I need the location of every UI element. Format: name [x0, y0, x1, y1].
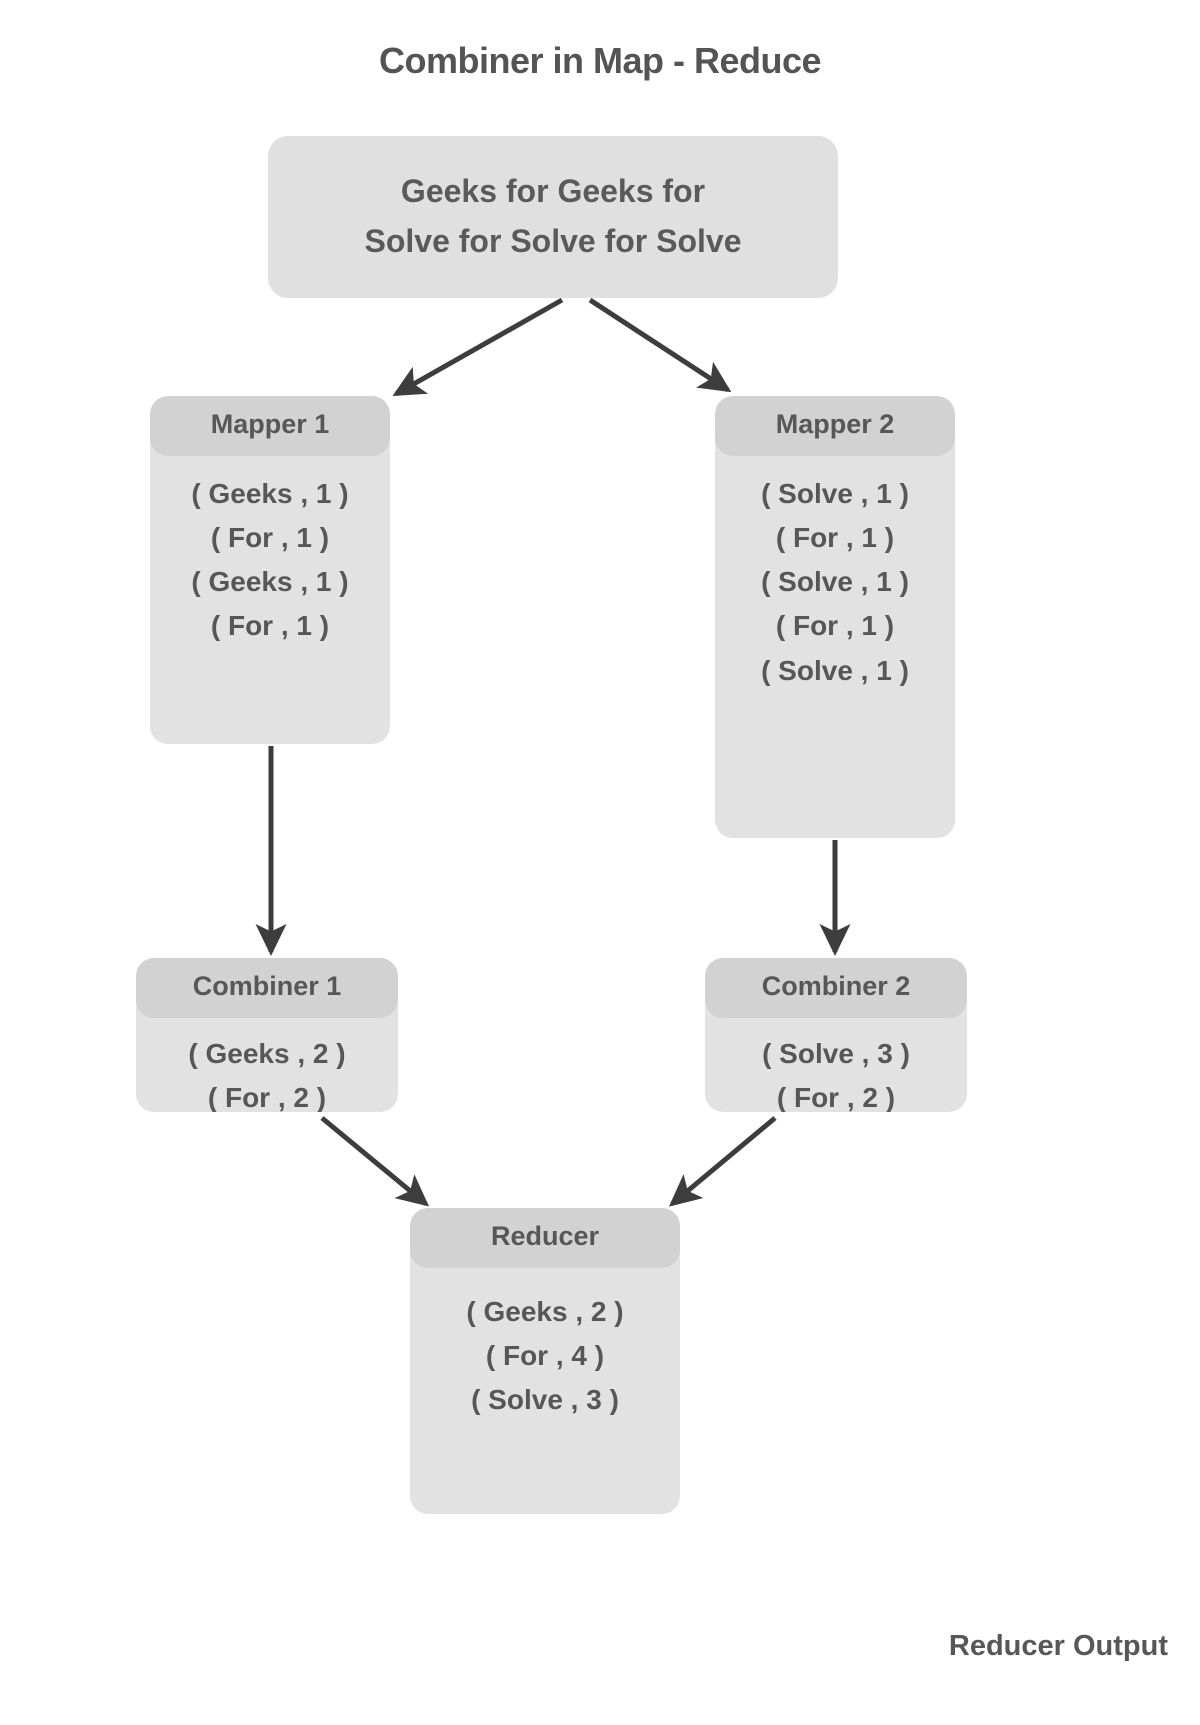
input-source-box: Geeks for Geeks for Solve for Solve for …	[268, 136, 838, 298]
key-value-pair: ( Geeks , 1 )	[191, 566, 349, 598]
reducer-pairs: ( Geeks , 2 ) ( For , 4 ) ( Solve , 3 )	[410, 1268, 680, 1514]
key-value-pair: ( For , 4 )	[485, 1339, 605, 1371]
combiner-2-header: Combiner 2	[705, 958, 967, 1018]
reducer-output-label: Reducer Output	[948, 1630, 1168, 1662]
arrow-input-to-mapper-1	[392, 297, 564, 397]
reducer-header: Reducer	[410, 1208, 680, 1268]
mapper-2-pairs: ( Solve , 1 ) ( For , 1 ) ( Solve , 1 ) …	[715, 456, 955, 838]
arrow-combiner-2-to-reducer	[668, 1116, 777, 1207]
key-value-pair: ( For , 1 )	[210, 610, 330, 642]
arrow-combiner-1-to-reducer	[320, 1116, 430, 1207]
key-value-pair: ( Solve , 1 )	[761, 477, 909, 509]
key-value-pair: ( Geeks , 2 )	[466, 1295, 624, 1327]
input-source-text: Geeks for Geeks for Solve for Solve for …	[345, 167, 762, 266]
key-value-pair: ( Geeks , 2 )	[188, 1037, 346, 1069]
key-value-pair: ( Solve , 1 )	[761, 566, 909, 598]
mapper-2-header: Mapper 2	[715, 396, 955, 456]
page-title: Combiner in Map - Reduce	[378, 40, 822, 81]
mapper-2-box: Mapper 2 ( Solve , 1 ) ( For , 1 ) ( Sol…	[715, 396, 955, 838]
key-value-pair: ( For , 2 )	[207, 1081, 327, 1112]
input-line-1: Geeks for Geeks for	[400, 173, 706, 210]
mapper-1-box: Mapper 1 ( Geeks , 1 ) ( For , 1 ) ( Gee…	[150, 396, 390, 744]
combiner-2-box: Combiner 2 ( Solve , 3 ) ( For , 2 )	[705, 958, 967, 1112]
key-value-pair: ( For , 1 )	[210, 521, 330, 553]
arrow-input-to-mapper-2	[588, 297, 732, 393]
combiner-2-pairs: ( Solve , 3 ) ( For , 2 )	[705, 1018, 967, 1112]
key-value-pair: ( For , 1 )	[775, 521, 895, 553]
combiner-1-box: Combiner 1 ( Geeks , 2 ) ( For , 2 )	[136, 958, 398, 1112]
combiner-1-header: Combiner 1	[136, 958, 398, 1018]
key-value-pair: ( For , 2 )	[776, 1081, 896, 1112]
input-line-2: Solve for Solve for Solve	[364, 223, 742, 259]
mapper-1-pairs: ( Geeks , 1 ) ( For , 1 ) ( Geeks , 1 ) …	[150, 456, 390, 744]
key-value-pair: ( Geeks , 1 )	[191, 477, 349, 509]
combiner-1-pairs: ( Geeks , 2 ) ( For , 2 )	[136, 1018, 398, 1112]
key-value-pair: ( Solve , 1 )	[761, 654, 909, 686]
reducer-box: Reducer ( Geeks , 2 ) ( For , 4 ) ( Solv…	[410, 1208, 680, 1514]
key-value-pair: ( For , 1 )	[775, 610, 895, 642]
key-value-pair: ( Solve , 3 )	[762, 1037, 910, 1069]
key-value-pair: ( Solve , 3 )	[471, 1384, 619, 1416]
mapper-1-header: Mapper 1	[150, 396, 390, 456]
